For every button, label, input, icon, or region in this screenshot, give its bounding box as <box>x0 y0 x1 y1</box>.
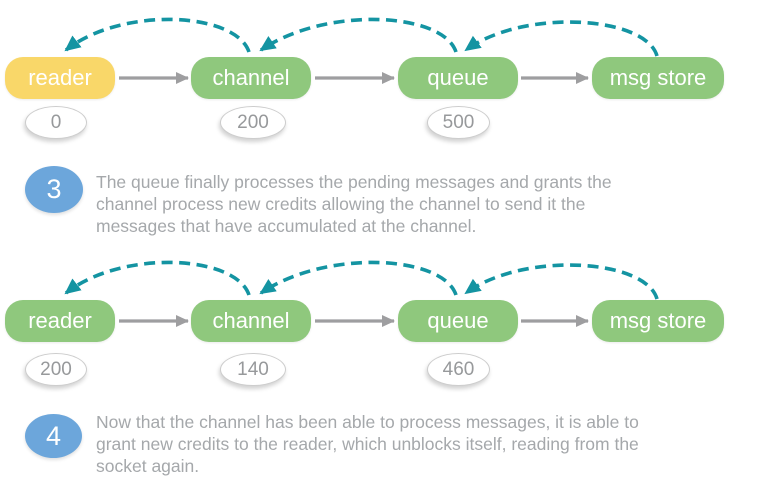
credit-arc-channel-to-reader <box>64 260 251 296</box>
step-description-line: socket again. <box>96 456 200 476</box>
step-description-line: channel process new credits allowing the… <box>96 194 586 214</box>
credit-badge-channel: 140 <box>220 353 286 386</box>
credit-badge-queue: 500 <box>427 106 490 139</box>
credit-arc-msgstore-to-queue <box>464 263 659 300</box>
step-description-line: The queue finally processes the pending … <box>96 172 612 192</box>
step-description-line: messages that have accumulated at the ch… <box>96 216 477 236</box>
credit-badge-reader: 0 <box>25 106 87 139</box>
credit-arc-queue-to-channel <box>259 260 458 296</box>
credit-badge-reader: 200 <box>25 353 87 386</box>
step-description: The queue finally processes the pending … <box>96 171 764 237</box>
node-queue: queue <box>398 300 518 342</box>
node-msg-store: msg store <box>592 300 724 342</box>
credit-arc-msgstore-to-queue <box>464 20 659 57</box>
step-number-badge: 3 <box>25 166 83 213</box>
node-queue: queue <box>398 57 518 99</box>
node-reader: reader <box>5 300 115 342</box>
step-description-line: Now that the channel has been able to pr… <box>96 412 639 432</box>
credit-arc-channel-to-reader <box>64 17 251 53</box>
node-msg-store: msg store <box>592 57 724 99</box>
step-number-badge: 4 <box>25 414 82 458</box>
credit-arc-queue-to-channel <box>259 17 458 53</box>
step-description-line: grant new credits to the reader, which u… <box>96 434 639 454</box>
step-description: Now that the channel has been able to pr… <box>96 411 764 477</box>
node-channel: channel <box>191 57 311 99</box>
node-reader: reader <box>5 57 115 99</box>
credit-badge-queue: 460 <box>427 353 490 386</box>
credit-badge-channel: 200 <box>220 106 286 139</box>
node-channel: channel <box>191 300 311 342</box>
